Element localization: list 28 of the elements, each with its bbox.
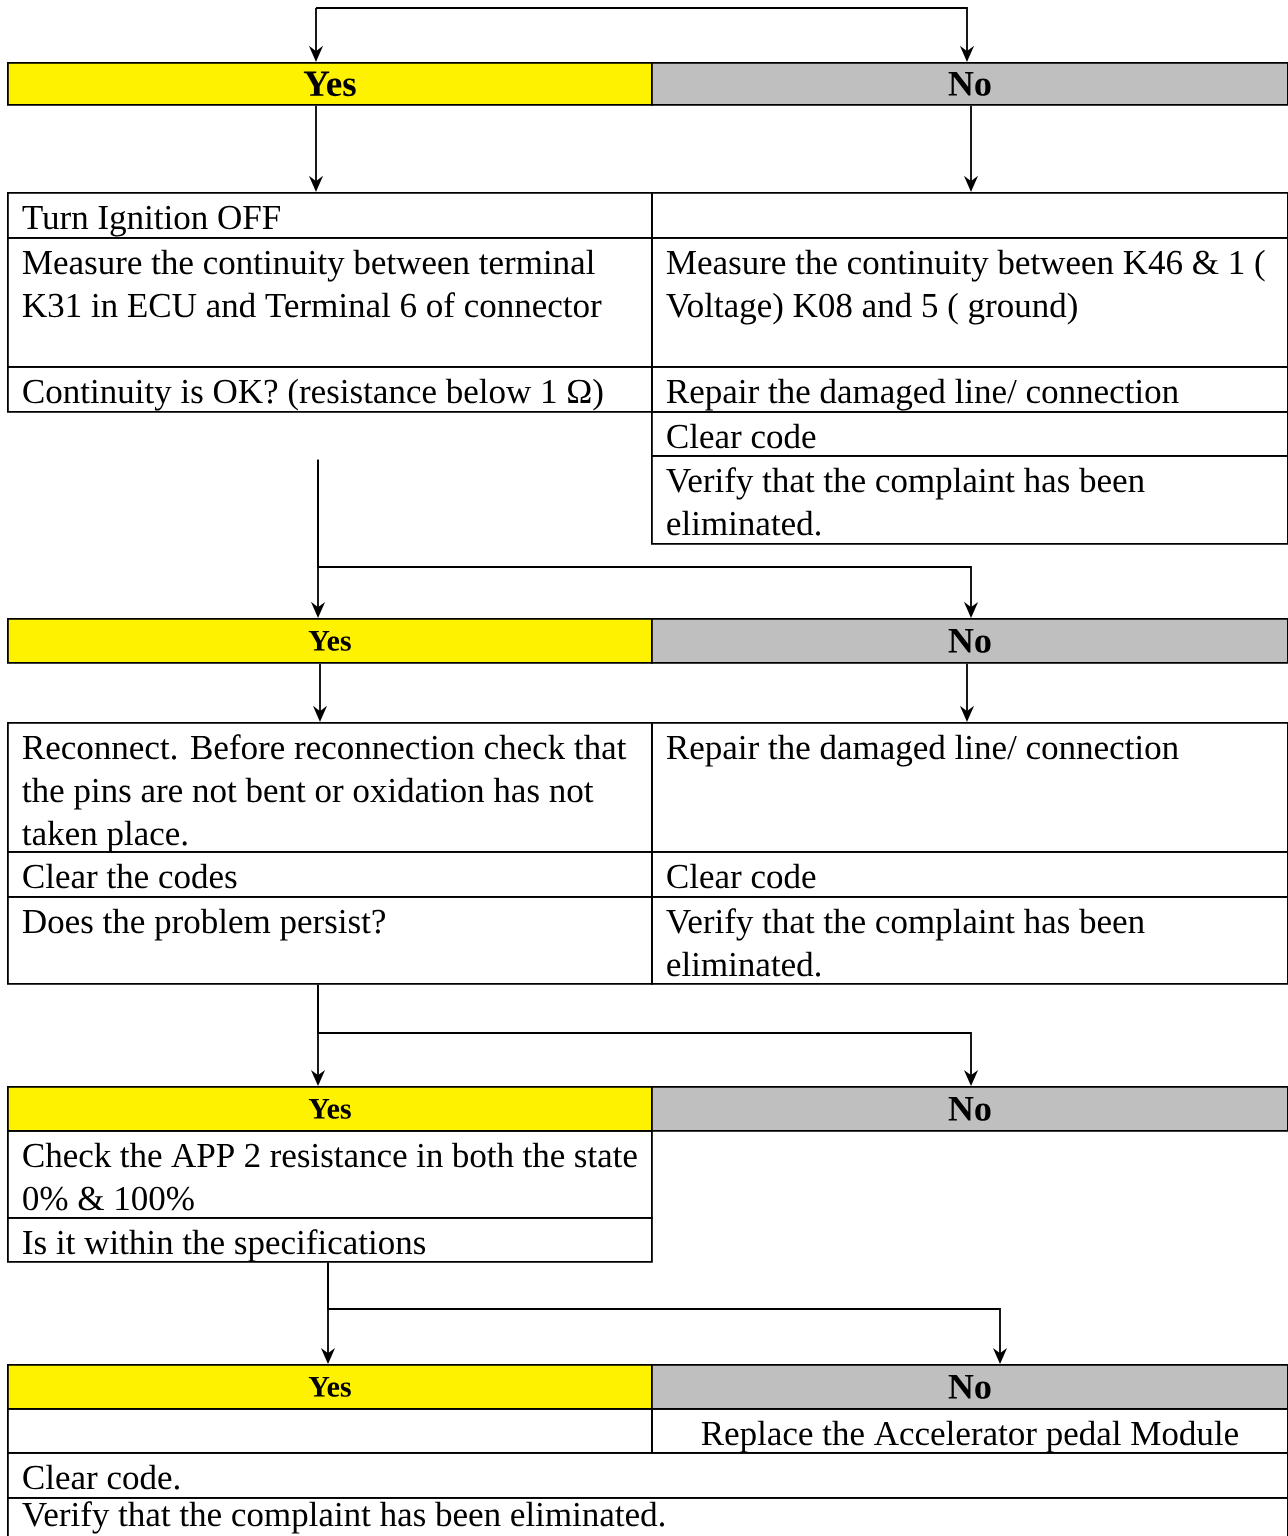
- branch-bar: No: [651, 618, 1288, 664]
- table-cell: Clear the codes: [7, 851, 653, 898]
- branch-bar: No: [651, 62, 1288, 106]
- table-cell: Measure the continuity between K46 & 1 ( Voltage) K08 and 5 ( ground): [651, 237, 1288, 368]
- table-cell: Check the APP 2 resistance in both the state 0% & 100%: [7, 1130, 653, 1219]
- table-cell: Replace the Accelerator pedal Module: [651, 1408, 1288, 1454]
- branch-bar: No: [651, 1086, 1288, 1132]
- branch-bar: No: [651, 1364, 1288, 1410]
- empty-cell: [651, 192, 1288, 239]
- table-cell: Turn Ignition OFF: [7, 192, 653, 239]
- table-cell: Clear code: [651, 851, 1288, 898]
- branch-bar: Yes: [7, 1364, 653, 1410]
- table-cell: Clear code.: [7, 1452, 1288, 1499]
- table-cell: Verify that the complaint has been eliminated.: [7, 1497, 1288, 1536]
- table-cell: Measure the continuity between terminal K31 in ECU and Terminal 6 of connector: [7, 237, 653, 368]
- table-cell: Repair the damaged line/ connection: [651, 366, 1288, 413]
- table-cell: Does the problem persist?: [7, 896, 653, 985]
- table-cell: Verify that the complaint has been eliminated.: [651, 896, 1288, 985]
- table-cell: Reconnect. Before reconnection check that the pins are not bent or oxidation has not taken place.: [7, 722, 653, 853]
- empty-cell: [7, 1408, 653, 1454]
- table-cell: Verify that the complaint has been eliminated.: [651, 455, 1288, 545]
- table-cell: Is it within the specifications: [7, 1217, 653, 1263]
- branch-bar: Yes: [7, 618, 653, 664]
- table-cell: Clear code: [651, 411, 1288, 457]
- table-cell: Continuity is OK? (resistance below 1 Ω): [7, 366, 653, 413]
- branch-bar: Yes: [7, 62, 653, 106]
- table-cell: Repair the damaged line/ connection: [651, 722, 1288, 853]
- branch-bar: Yes: [7, 1086, 653, 1132]
